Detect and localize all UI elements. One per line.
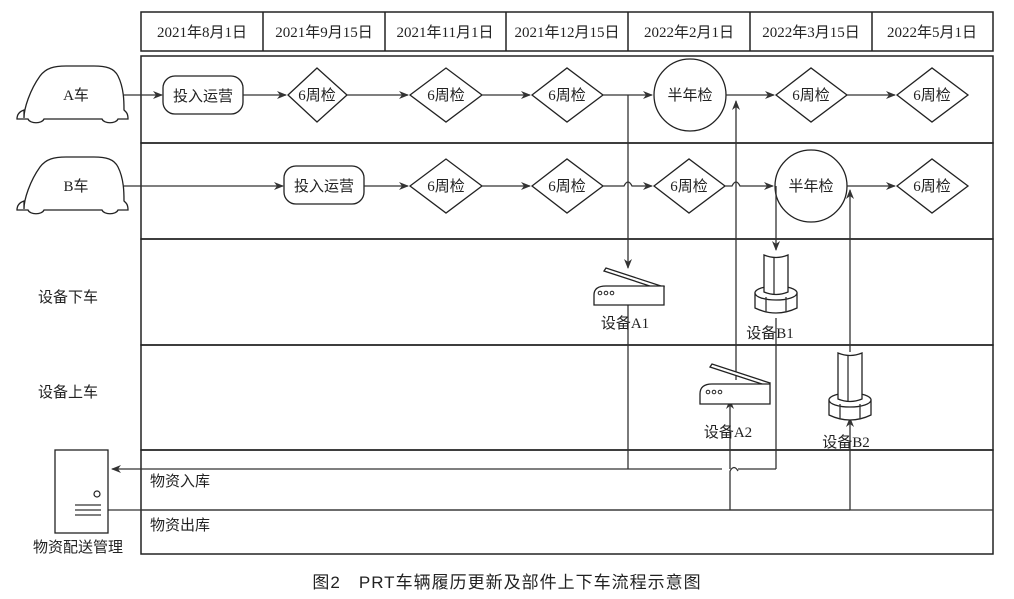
row-b-flow: 投入运营 6周检 6周检 6周检 半年检 6周检 bbox=[124, 149, 970, 223]
warehouse: 物资配送管理 bbox=[33, 449, 123, 556]
connectors bbox=[108, 95, 854, 511]
node-label: 6周检 bbox=[792, 87, 830, 104]
server-icon bbox=[54, 449, 109, 534]
vehicle-a-label: A车 bbox=[63, 87, 89, 104]
node-label: 6周检 bbox=[670, 178, 708, 195]
device-a2-label: 设备A2 bbox=[704, 424, 752, 441]
warehouse-label: 物资配送管理 bbox=[33, 539, 123, 556]
node-label: 6周检 bbox=[913, 178, 951, 195]
node-label: 投入运营 bbox=[294, 178, 354, 195]
lane-label-stock-in: 物资入库 bbox=[150, 473, 210, 490]
start-operation-node bbox=[283, 165, 365, 205]
date-header: 2021年9月15日 bbox=[275, 24, 373, 41]
bolt-part-icon bbox=[828, 352, 872, 421]
lane-unload bbox=[140, 238, 994, 346]
swimlanes bbox=[140, 55, 994, 555]
scanner-icon bbox=[593, 267, 666, 306]
node-label: 投入运营 bbox=[173, 88, 233, 105]
device-b1-label: 设备B1 bbox=[746, 325, 794, 342]
vehicle-a: A车 bbox=[16, 65, 129, 124]
date-header: 2021年11月1日 bbox=[397, 24, 494, 41]
date-header: 2021年8月1日 bbox=[157, 24, 247, 41]
node-label: 6周检 bbox=[548, 178, 586, 195]
six-week-check-node bbox=[895, 67, 970, 123]
timeline-header: 2021年8月1日 2021年9月15日 2021年11月1日 2021年12月… bbox=[140, 11, 994, 52]
bolt-part-icon bbox=[754, 254, 798, 314]
scanner-icon bbox=[699, 363, 772, 405]
node-label: 半年检 bbox=[667, 87, 712, 104]
row-a-flow: 投入运营 6周检 6周检 6周检 半年检 6周检 6周检 bbox=[124, 58, 970, 132]
device-b2-label: 设备B2 bbox=[822, 434, 870, 451]
vehicle-b: B车 bbox=[16, 156, 129, 215]
node-label: 6周检 bbox=[427, 178, 465, 195]
car-icon bbox=[16, 156, 129, 215]
node-label: 6周检 bbox=[298, 87, 336, 104]
lane-label-stock-out: 物资出库 bbox=[150, 517, 210, 534]
lane-stock bbox=[140, 449, 994, 555]
vehicle-b-label: B车 bbox=[63, 178, 88, 195]
device-a1: 设备A1 bbox=[593, 267, 666, 332]
lane-label-load: 设备上车 bbox=[38, 384, 98, 401]
device-a2: 设备A2 bbox=[699, 363, 772, 441]
date-header: 2022年5月1日 bbox=[887, 24, 977, 41]
device-b1: 设备B1 bbox=[746, 254, 798, 342]
device-b2: 设备B2 bbox=[822, 352, 872, 451]
lane-label-unload: 设备下车 bbox=[38, 289, 98, 306]
date-header: 2022年2月1日 bbox=[644, 24, 734, 41]
figure-caption: 图2 PRT车辆履历更新及部件上下车流程示意图 bbox=[312, 573, 702, 592]
node-label: 6周检 bbox=[548, 87, 586, 104]
node-label: 6周检 bbox=[913, 87, 951, 104]
date-header: 2021年12月15日 bbox=[514, 24, 619, 41]
header-frame bbox=[140, 11, 994, 52]
node-label: 6周检 bbox=[427, 87, 465, 104]
car-icon bbox=[16, 65, 129, 124]
date-header: 2022年3月15日 bbox=[762, 24, 860, 41]
node-label: 半年检 bbox=[788, 178, 833, 195]
device-a1-label: 设备A1 bbox=[601, 315, 649, 332]
six-week-check-node bbox=[895, 158, 970, 214]
